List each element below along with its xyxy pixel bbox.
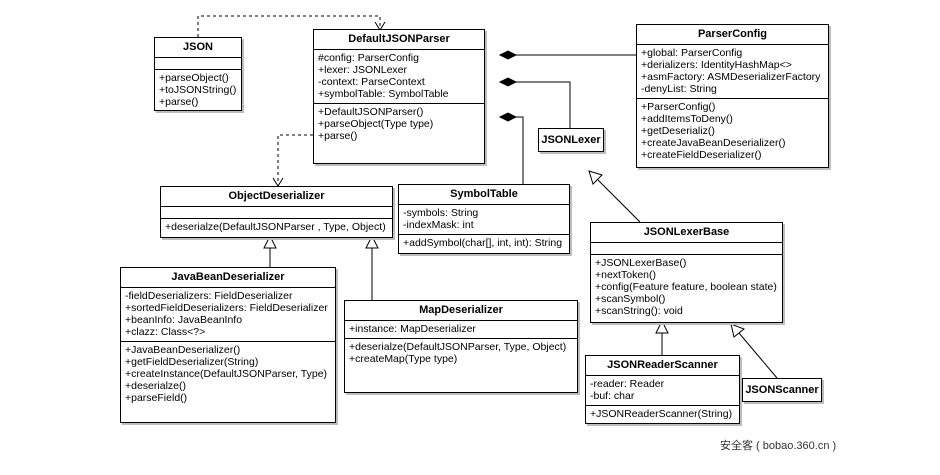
attribute-section: -fieldDeserializers: FieldDeserializer+s… bbox=[121, 288, 335, 341]
method-row: +createFieldDeserializer() bbox=[641, 149, 762, 161]
class-name: JSONReaderScanner bbox=[586, 356, 739, 376]
method-row: +parseObject() bbox=[159, 72, 229, 84]
attribute-row: -buf: char bbox=[590, 390, 635, 402]
attribute-section: +instance: MapDeserializer bbox=[345, 321, 577, 338]
method-section: +JavaBeanDeserializer()+getFieldDeserial… bbox=[121, 341, 335, 407]
method-row: +scanString(): void bbox=[595, 305, 683, 317]
method-row: +ParserConfig() bbox=[641, 101, 716, 113]
attribute-row: +derializers: IdentityHashMap<> bbox=[641, 59, 792, 71]
method-row: +JSONReaderScanner(String) bbox=[590, 408, 733, 420]
attribute-row: +beanInfo: JavaBeanInfo bbox=[125, 314, 243, 326]
class-name: JavaBeanDeserializer bbox=[121, 268, 335, 288]
attribute-section bbox=[591, 243, 782, 254]
attribute-section: #config: ParserConfig+lexer: JSONLexer-c… bbox=[314, 50, 484, 103]
method-section: +JSONLexerBase()+nextToken()+config(Feat… bbox=[591, 254, 782, 320]
class-name: DefaultJSONParser bbox=[314, 30, 484, 50]
method-row: +addSymbol(char[], int, int): String bbox=[403, 237, 563, 249]
attribute-row: +asmFactory: ASMDeserializerFactory bbox=[641, 71, 821, 83]
attribute-row: -context: ParseContext bbox=[318, 76, 425, 88]
method-row: +JSONLexerBase() bbox=[595, 257, 687, 269]
attribute-row: +symbolTable: SymbolTable bbox=[318, 88, 449, 100]
method-row: +getFieldDeserializer(String) bbox=[125, 356, 259, 368]
attribute-section bbox=[155, 58, 241, 69]
attribute-row: +global: ParserConfig bbox=[641, 47, 743, 59]
dependency-parser-to-objectdeserializer bbox=[277, 134, 313, 183]
class-name: ParserConfig bbox=[637, 25, 828, 45]
method-row: +parseObject(Type type) bbox=[318, 118, 434, 130]
attribute-row: -denyList: String bbox=[641, 83, 717, 95]
composition-parser-to-symboltable bbox=[500, 116, 524, 184]
attribute-row: -symbols: String bbox=[403, 207, 479, 219]
attribute-row: +sortedFieldDeserializers: FieldDeserial… bbox=[125, 302, 328, 314]
method-row: +parseField() bbox=[125, 392, 188, 404]
attribute-row: -indexMask: int bbox=[403, 219, 474, 231]
triangle-head-readerscanner bbox=[655, 319, 669, 334]
composition-parser-to-jsonlexer bbox=[500, 81, 571, 128]
class-javabeandeserializer: JavaBeanDeserializer-fieldDeserializers:… bbox=[120, 267, 336, 423]
method-row: +config(Feature feature, boolean state) bbox=[595, 281, 777, 293]
realization-lexerbase-to-jsonlexer bbox=[597, 179, 641, 223]
method-row: +scanSymbol() bbox=[595, 293, 666, 305]
watermark-text: 安全客 ( bobao.360.cn ) bbox=[720, 440, 837, 452]
class-parserconfig: ParserConfig+global: ParserConfig+derial… bbox=[636, 24, 829, 168]
class-jsonlexerbase: JSONLexerBase +JSONLexerBase()+nextToken(… bbox=[590, 222, 783, 323]
method-section: +JSONReaderScanner(String) bbox=[586, 405, 739, 423]
attribute-section bbox=[161, 207, 392, 218]
class-name: MapDeserializer bbox=[345, 301, 577, 321]
class-name: JSONLexer bbox=[541, 134, 601, 146]
method-row: +createInstance(DefaultJSONParser, Type) bbox=[125, 368, 328, 380]
class-name: JSONScanner bbox=[745, 384, 819, 396]
method-row: +DefaultJSONParser() bbox=[318, 106, 424, 118]
triangle-head-map bbox=[365, 234, 379, 249]
method-section: +DefaultJSONParser()+parseObject(Type ty… bbox=[314, 103, 484, 145]
attribute-section: +global: ParserConfig+derializers: Ident… bbox=[637, 45, 828, 98]
method-row: +parse() bbox=[318, 130, 358, 142]
class-defaultjsonparser: DefaultJSONParser#config: ParserConfig+l… bbox=[313, 29, 485, 164]
class-name: JSON bbox=[155, 38, 241, 58]
method-row: +nextToken() bbox=[595, 269, 656, 281]
class-jsonlexer: JSONLexer bbox=[538, 128, 604, 152]
attribute-row: -reader: Reader bbox=[590, 378, 665, 390]
generalization-jsonscanner-to-lexerbase bbox=[738, 332, 778, 379]
method-row: +addItemsToDeny() bbox=[641, 113, 733, 125]
class-jsonreaderscanner: JSONReaderScanner-reader: Reader-buf: ch… bbox=[585, 355, 740, 424]
triangle-head-jsonscanner bbox=[730, 323, 745, 338]
class-symboltable: SymbolTable-symbols: String-indexMask: i… bbox=[398, 184, 570, 254]
attribute-row: -fieldDeserializers: FieldDeserializer bbox=[125, 290, 293, 302]
method-section: +ParserConfig()+addItemsToDeny()+getDese… bbox=[637, 98, 828, 164]
method-row: +deserialze(DefaultJSONParser, Type, Obj… bbox=[349, 341, 567, 353]
attribute-row: +instance: MapDeserializer bbox=[349, 323, 476, 335]
class-jsonscanner: JSONScanner bbox=[742, 378, 822, 402]
method-row: +parse() bbox=[159, 96, 199, 108]
method-row: +deserialze(DefaultJSONParser , Type, Ob… bbox=[165, 221, 386, 233]
attribute-row: +lexer: JSONLexer bbox=[318, 64, 407, 76]
method-row: +toJSONString() bbox=[159, 84, 237, 96]
class-json: JSON +parseObject()+toJSONString()+parse(… bbox=[154, 37, 242, 111]
composition-diamond-jsonlexer bbox=[498, 77, 518, 87]
method-section: +deserialze(DefaultJSONParser , Type, Ob… bbox=[161, 218, 392, 236]
method-row: +createMap(Type type) bbox=[349, 353, 458, 365]
attribute-row: +clazz: Class<?> bbox=[125, 326, 206, 338]
attribute-section: -reader: Reader-buf: char bbox=[586, 376, 739, 405]
method-row: +deserialze() bbox=[125, 380, 186, 392]
method-row: +createJavaBeanDeserializer() bbox=[641, 137, 786, 149]
class-objectdeserializer: ObjectDeserializer +deserialze(DefaultJSO… bbox=[160, 186, 393, 238]
method-row: +getDeserializ() bbox=[641, 125, 715, 137]
method-section: +deserialze(DefaultJSONParser, Type, Obj… bbox=[345, 338, 577, 368]
attribute-section: -symbols: String-indexMask: int bbox=[399, 205, 569, 234]
class-mapdeserializer: MapDeserializer +instance: MapDeserialize… bbox=[344, 300, 578, 393]
triangle-head-javabean bbox=[263, 234, 277, 249]
class-name: ObjectDeserializer bbox=[161, 187, 392, 207]
attribute-row: #config: ParserConfig bbox=[318, 52, 419, 64]
method-section: +addSymbol(char[], int, int): String bbox=[399, 234, 569, 252]
class-name: JSONLexerBase bbox=[591, 223, 782, 243]
method-section: +parseObject()+toJSONString()+parse() bbox=[155, 69, 241, 111]
method-row: +JavaBeanDeserializer() bbox=[125, 344, 241, 356]
composition-diamond-parserconfig bbox=[498, 50, 518, 60]
class-name: SymbolTable bbox=[399, 185, 569, 205]
triangle-head-jsonlexer bbox=[588, 170, 603, 185]
composition-diamond-symboltable bbox=[498, 112, 518, 122]
